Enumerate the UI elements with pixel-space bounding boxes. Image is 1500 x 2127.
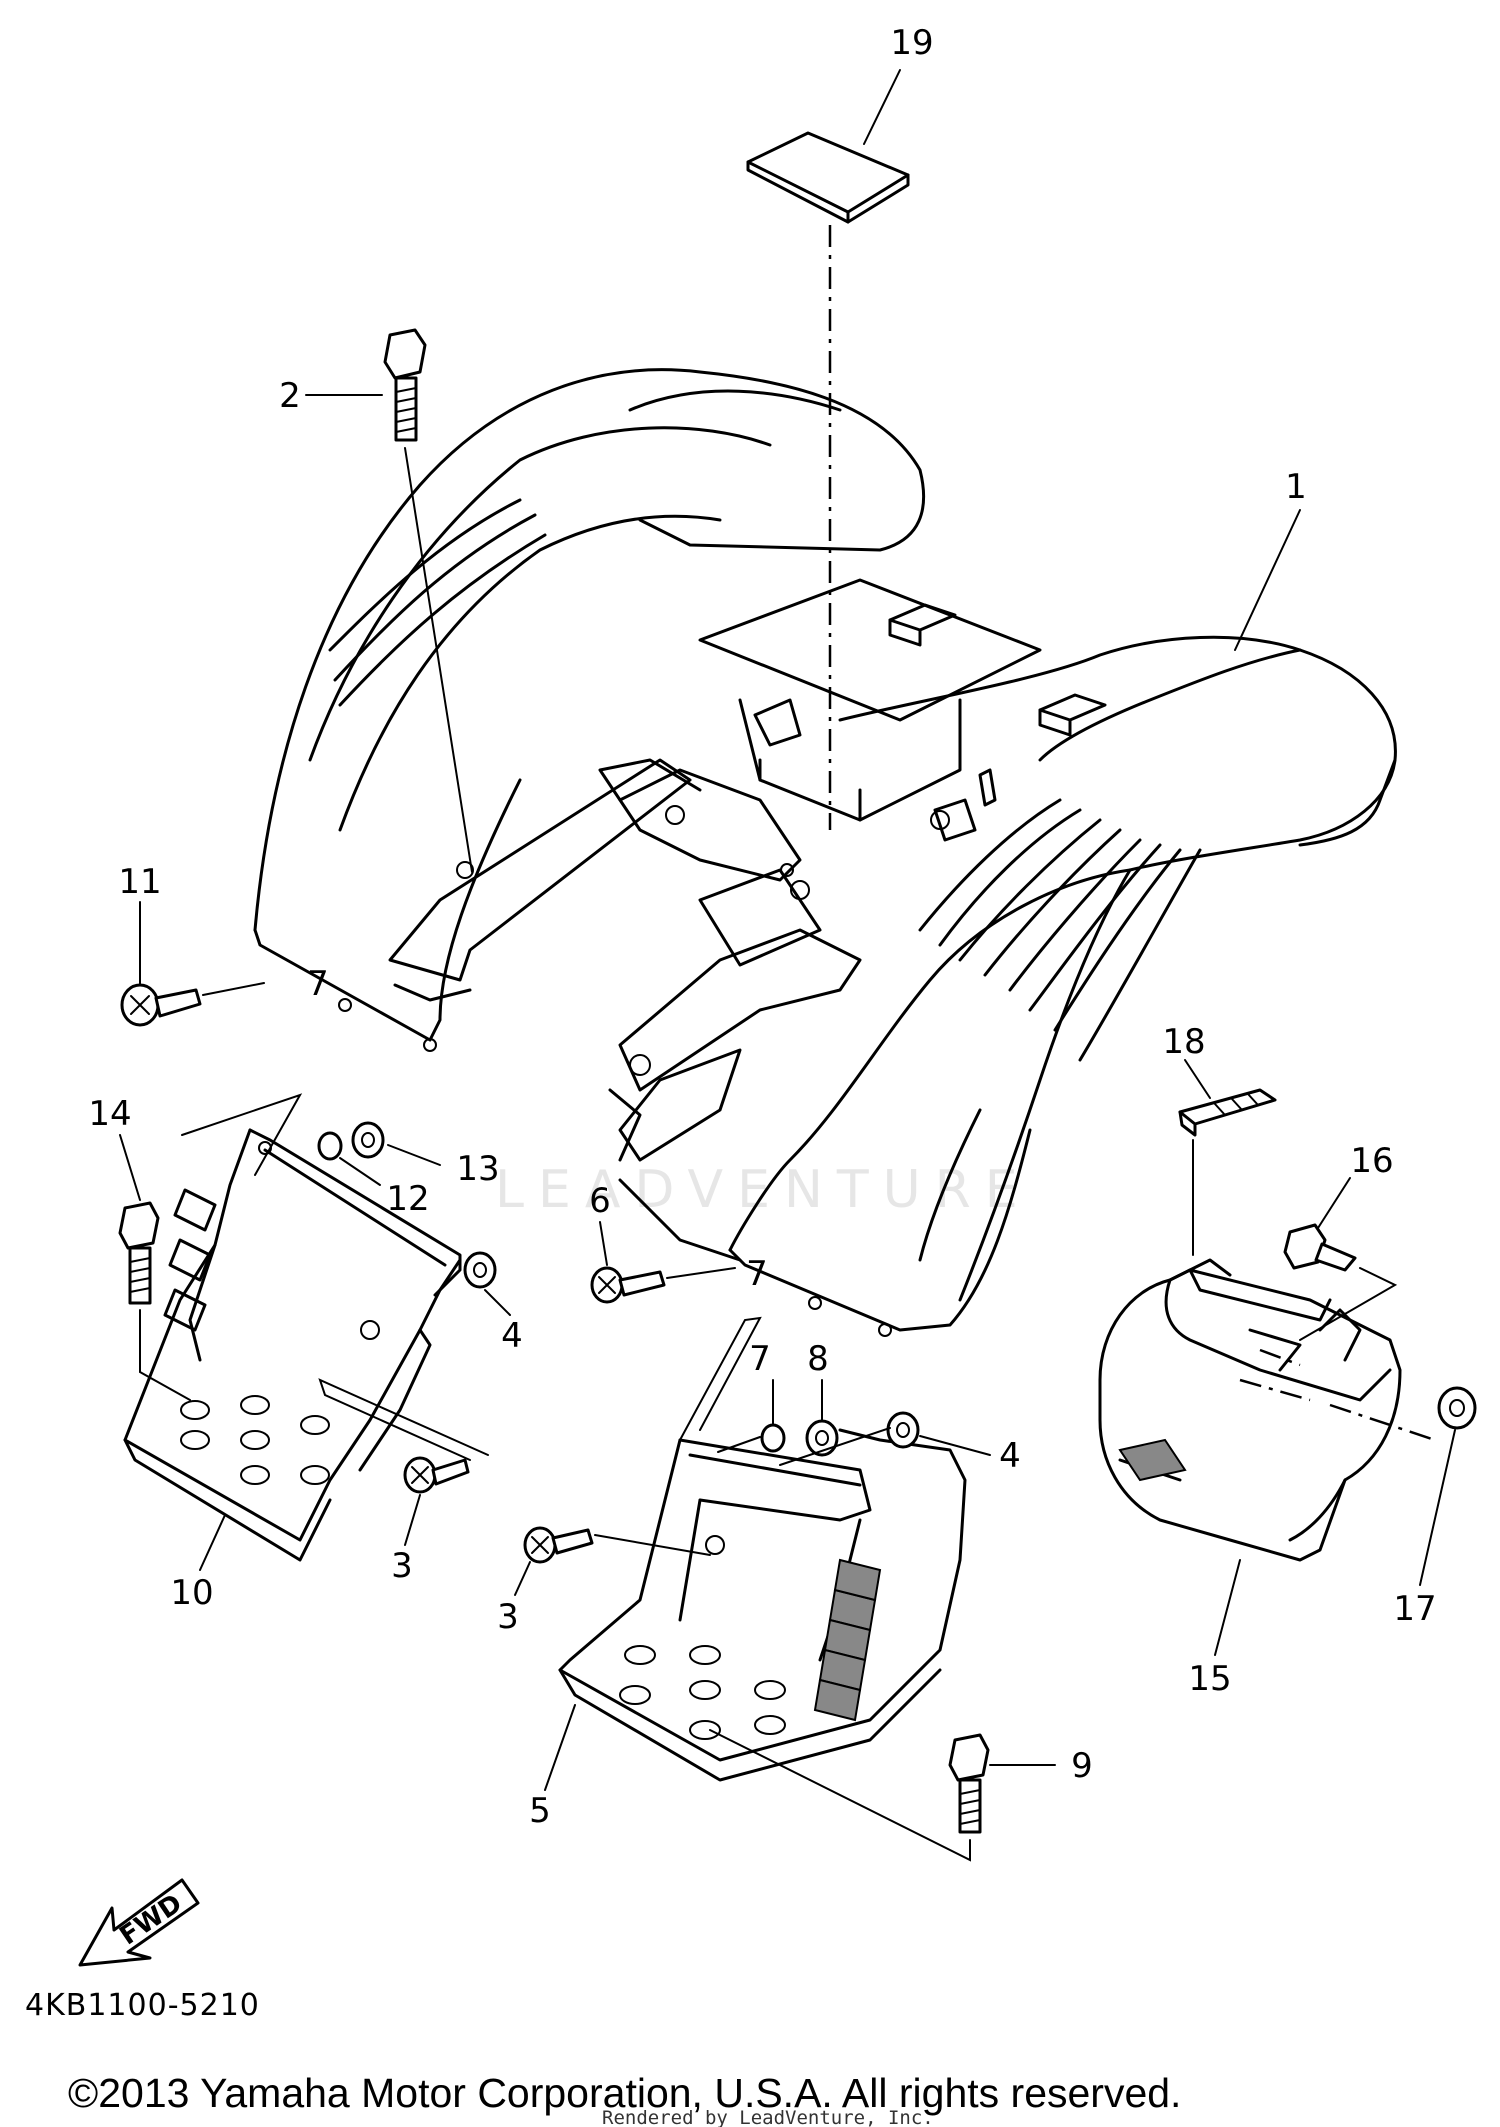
callout-3-right: 3 bbox=[497, 1597, 519, 1637]
callout-14: 14 bbox=[88, 1094, 131, 1134]
leader-18 bbox=[1184, 1059, 1211, 1099]
callout-11: 11 bbox=[118, 862, 161, 902]
callout-5: 5 bbox=[529, 1791, 551, 1831]
callout-15: 15 bbox=[1188, 1659, 1231, 1699]
callout-7-mid: 7 bbox=[746, 1254, 768, 1294]
copyright-notice: ©2013 Yamaha Motor Corporation, U.S.A. A… bbox=[68, 2070, 1181, 2116]
leader-5 bbox=[544, 1704, 576, 1791]
fwd-label: FWD bbox=[114, 1888, 187, 1951]
part-15-storage-box bbox=[1098, 1258, 1402, 1562]
part-13-nut bbox=[351, 1121, 385, 1159]
part-3-screw-right bbox=[523, 1526, 594, 1564]
part-2-bolt bbox=[383, 328, 427, 442]
diagram-code: 4KB1100-5210 bbox=[25, 1988, 260, 2023]
callout-16: 16 bbox=[1350, 1141, 1393, 1181]
leader-6 bbox=[599, 1221, 608, 1266]
leader-12 bbox=[339, 1157, 381, 1186]
guide-17 bbox=[1329, 1403, 1436, 1442]
leader-3-right bbox=[514, 1561, 531, 1596]
part-18-clip bbox=[1178, 1088, 1277, 1137]
part-5-footrest-right bbox=[558, 1428, 967, 1782]
callout-6: 6 bbox=[589, 1181, 611, 1221]
part-1-rear-fender bbox=[253, 368, 1397, 1337]
callout-4-left: 4 bbox=[501, 1316, 523, 1356]
part-4-nut-left bbox=[463, 1251, 497, 1289]
guide-9 bbox=[709, 1729, 971, 1862]
callout-8: 8 bbox=[807, 1339, 829, 1379]
part-14-bolt bbox=[118, 1201, 160, 1305]
guide-6 bbox=[666, 1267, 736, 1279]
part-19-label bbox=[746, 131, 910, 224]
rendered-by: Rendered by LeadVenture, Inc. bbox=[602, 2107, 934, 2127]
callout-7: 7 bbox=[749, 1339, 771, 1379]
leader-14 bbox=[119, 1134, 141, 1201]
guide-14 bbox=[139, 1309, 191, 1401]
part-16-screw bbox=[1283, 1223, 1357, 1272]
guide-10-top bbox=[181, 1093, 303, 1176]
leader-10 bbox=[199, 1514, 226, 1571]
part-12-washer bbox=[317, 1131, 343, 1161]
part-3-screw-left bbox=[403, 1456, 470, 1494]
callout-10: 10 bbox=[170, 1573, 213, 1613]
guide-4-right bbox=[779, 1427, 891, 1466]
leader-13 bbox=[387, 1144, 441, 1166]
leader-4-left bbox=[484, 1289, 511, 1316]
guide-16 bbox=[1299, 1267, 1398, 1341]
callout-3-left: 3 bbox=[391, 1546, 413, 1586]
callout-9: 9 bbox=[1071, 1746, 1093, 1786]
callout-12: 12 bbox=[386, 1179, 429, 1219]
guide-3-right bbox=[594, 1534, 711, 1556]
part-7-washer bbox=[760, 1423, 786, 1453]
part-11-screw bbox=[120, 983, 202, 1027]
callout-1: 1 bbox=[1285, 467, 1307, 507]
leader-17 bbox=[1419, 1429, 1456, 1586]
part-17-nut bbox=[1437, 1386, 1477, 1430]
part-9-bolt bbox=[948, 1733, 990, 1834]
leader-16 bbox=[1317, 1177, 1351, 1229]
callout-19: 19 bbox=[890, 23, 933, 63]
leader-4-right bbox=[919, 1435, 991, 1456]
callout-18: 18 bbox=[1162, 1022, 1205, 1062]
leader-3-left bbox=[404, 1494, 421, 1546]
guide-11 bbox=[202, 982, 265, 996]
guide-2 bbox=[404, 447, 473, 873]
part-6-screw bbox=[590, 1266, 666, 1304]
callout-13: 13 bbox=[456, 1149, 499, 1189]
leader-15 bbox=[1214, 1559, 1241, 1656]
fwd-arrow-icon: FWD bbox=[78, 1878, 200, 1967]
watermark: LEADVENTURE bbox=[495, 1160, 1032, 1220]
callout-17: 17 bbox=[1393, 1589, 1436, 1629]
callout-2: 2 bbox=[279, 376, 301, 416]
part-10-footrest-left bbox=[123, 1128, 462, 1562]
leader-1 bbox=[1234, 509, 1301, 651]
guide-3-left bbox=[318, 1378, 489, 1461]
leader-19 bbox=[863, 69, 901, 145]
guide-7 bbox=[717, 1436, 761, 1453]
guide-5-top bbox=[679, 1316, 762, 1441]
callout-7-left: 7 bbox=[307, 964, 329, 1004]
callout-4-right: 4 bbox=[999, 1436, 1021, 1476]
part-4-nut-right bbox=[886, 1411, 920, 1449]
